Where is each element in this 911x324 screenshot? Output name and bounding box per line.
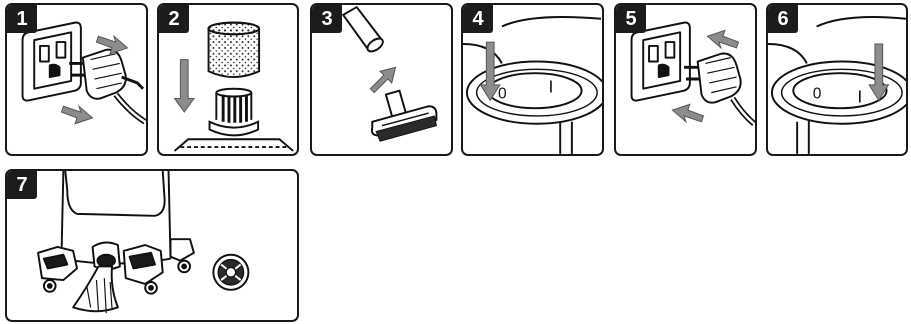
step-2-number: 2 bbox=[159, 5, 189, 33]
step-1-number: 1 bbox=[7, 5, 37, 33]
drain-cap-icon bbox=[213, 255, 248, 290]
step-2-panel: 2 bbox=[157, 3, 299, 156]
drain-tank-illustration bbox=[7, 171, 297, 320]
switch-on-label: I bbox=[857, 86, 862, 106]
step-1-panel: 1 bbox=[5, 3, 148, 156]
step-6-panel: 6 0 I bbox=[766, 3, 908, 156]
step-7-panel: 7 bbox=[5, 169, 299, 322]
switch-off-label: 0 bbox=[813, 85, 822, 102]
step-4-panel: 4 0 I bbox=[461, 3, 604, 156]
step-3-number: 3 bbox=[312, 5, 342, 33]
step-4-number: 4 bbox=[463, 5, 493, 33]
step-5-number: 5 bbox=[616, 5, 646, 33]
switch-on-label: I bbox=[549, 77, 554, 97]
step-5-panel: 5 bbox=[614, 3, 757, 156]
step-3-panel: 3 bbox=[310, 3, 453, 156]
switch-off-label: 0 bbox=[498, 85, 507, 102]
step-6-number: 6 bbox=[768, 5, 798, 33]
step-7-number: 7 bbox=[7, 171, 37, 199]
